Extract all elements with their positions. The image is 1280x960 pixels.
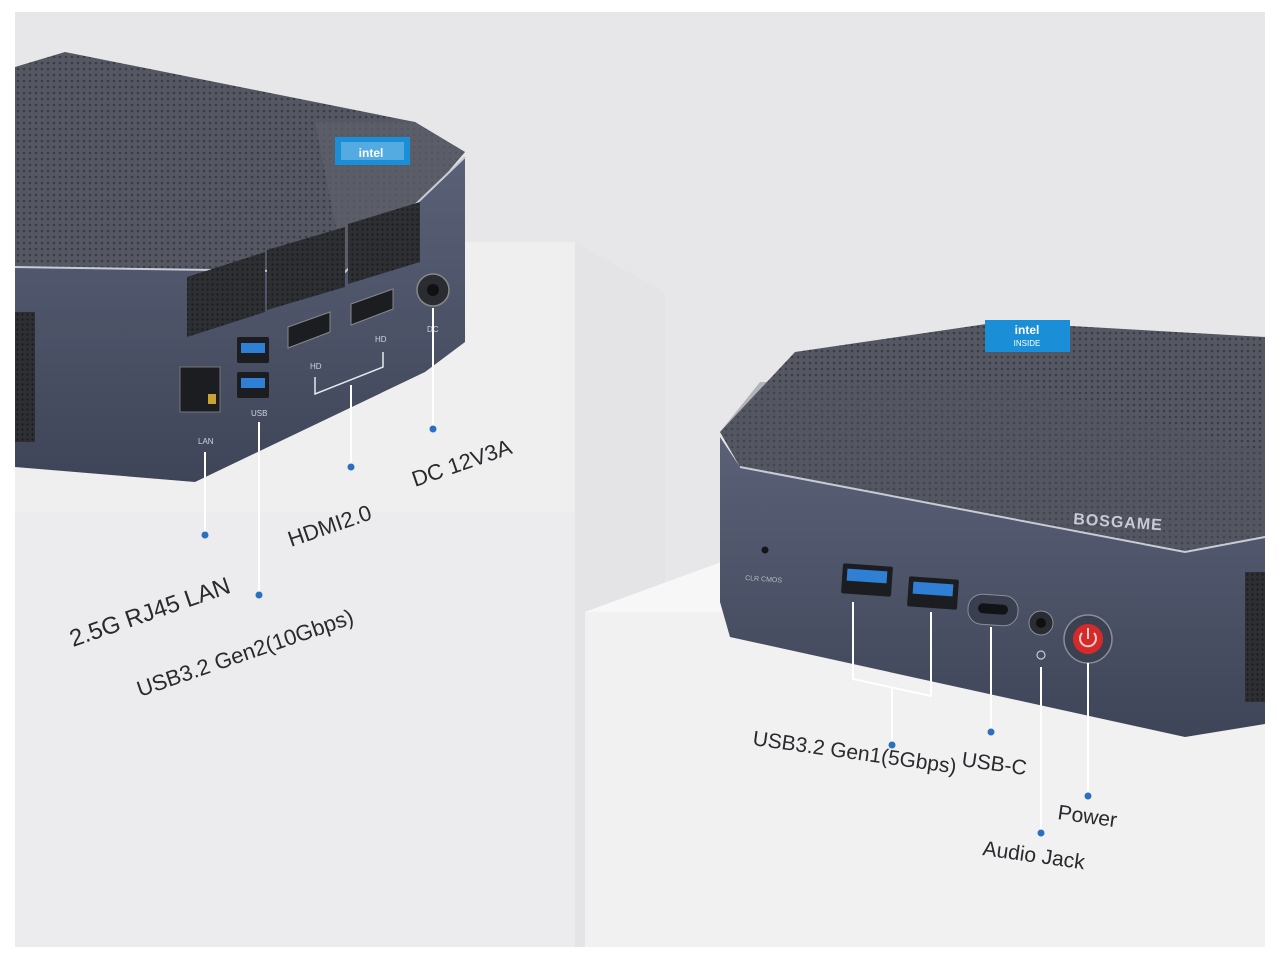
- lan-port: [179, 366, 221, 413]
- usb-ports-front: [841, 563, 959, 610]
- intel-badge-line2: INSIDE: [1014, 339, 1041, 348]
- intel-badge-line1: intel: [1015, 323, 1040, 337]
- hd-left-label: HD: [310, 362, 322, 371]
- hdmi-ports: [287, 288, 394, 349]
- front-device: intel INSIDE BOSGAME CLR CMOS: [720, 320, 1265, 737]
- hd-right-label: HD: [375, 335, 387, 344]
- dc-jack: [416, 273, 450, 307]
- product-photo: intel LAN USB HD HD DC: [15, 12, 1265, 947]
- usb-port-label: USB: [251, 409, 267, 418]
- intel-badge-rear: intel: [335, 137, 410, 165]
- audio-jack: [1028, 610, 1054, 660]
- lan-port-label: LAN: [198, 437, 214, 446]
- power-button: [1063, 614, 1113, 664]
- clr-cmos-hole: [761, 546, 769, 554]
- usb-ports-rear: [237, 337, 269, 398]
- front-callout-lines: [852, 602, 1092, 837]
- rear-device: intel LAN USB HD HD DC: [15, 52, 466, 482]
- intel-inside-badge: intel INSIDE: [985, 320, 1070, 352]
- intel-badge-rear-text: intel: [359, 146, 384, 160]
- brand-logo: BOSGAME: [1073, 511, 1164, 534]
- product-illustration: intel LAN USB HD HD DC: [15, 12, 1265, 947]
- usb-c-port: [967, 593, 1019, 627]
- clr-cmos-label: CLR CMOS: [745, 575, 783, 585]
- rear-callout-lines: [201, 308, 437, 599]
